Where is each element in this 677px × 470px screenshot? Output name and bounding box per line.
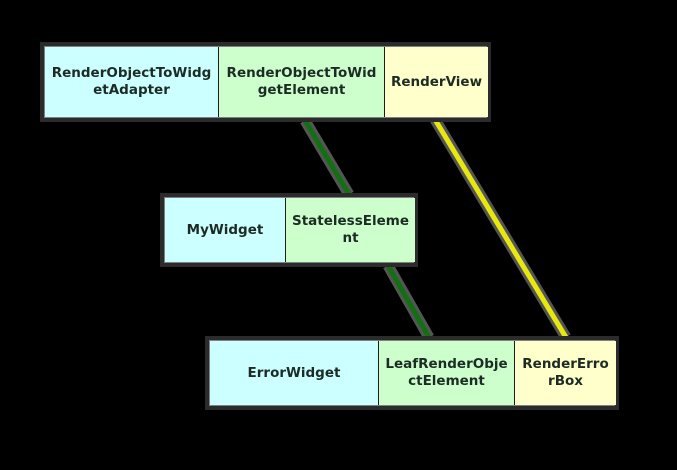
node-renderobjecttowidgetelement[interactable]: RenderObjectToWidgetElement xyxy=(219,47,385,117)
node-mywidget[interactable]: MyWidget xyxy=(165,198,286,262)
edge-stateless-to-leafrenderobject xyxy=(385,263,432,339)
node-leafrenderobjectelement[interactable]: LeafRenderObjectElement xyxy=(379,341,515,405)
node-errorwidget[interactable]: ErrorWidget xyxy=(210,341,379,405)
edge-element-to-stateless xyxy=(302,118,352,196)
node-statelesselement[interactable]: StatelessElement xyxy=(286,198,415,262)
node-renderview[interactable]: RenderView xyxy=(385,47,488,117)
node-renderobjecttowidgetadapter[interactable]: RenderObjectToWidgetAdapter xyxy=(45,47,219,117)
edge-renderview-to-rendererrorbox xyxy=(432,117,569,339)
node-rendererrorbox[interactable]: RenderErrorBox xyxy=(515,341,616,405)
